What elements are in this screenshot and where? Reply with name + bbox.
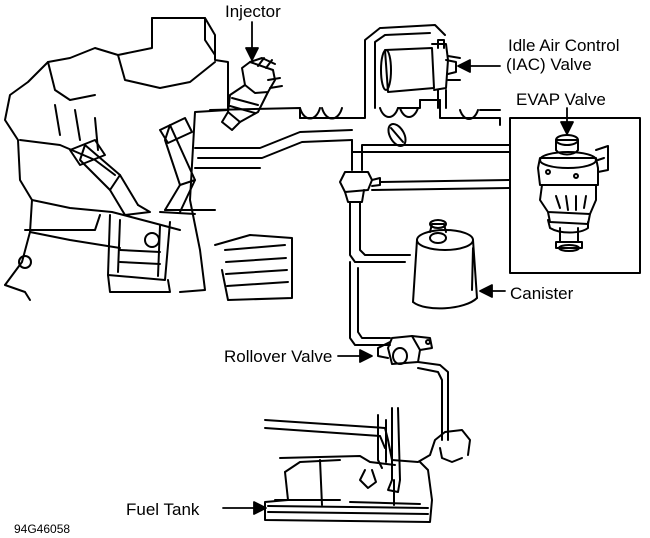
fuel-tank bbox=[265, 408, 470, 522]
rollover-valve bbox=[378, 336, 448, 440]
evap-valve-inset bbox=[510, 118, 640, 273]
rollover-arrowhead bbox=[360, 350, 372, 362]
iac-label-line2: (IAC) Valve bbox=[506, 55, 592, 74]
canister bbox=[413, 220, 477, 308]
hose-lines bbox=[350, 215, 410, 345]
canister-arrowhead bbox=[480, 285, 492, 297]
injector-label: Injector bbox=[225, 2, 281, 21]
iac-label-line1: Idle Air Control bbox=[508, 36, 620, 55]
evap-label: EVAP Valve bbox=[516, 90, 606, 109]
figure-code: 94G46058 bbox=[14, 522, 70, 536]
fuel-tank-label: Fuel Tank bbox=[126, 500, 199, 519]
evap-arrowhead bbox=[561, 122, 573, 134]
purge-valve bbox=[340, 172, 510, 215]
iac-valve bbox=[381, 40, 460, 108]
intake-manifold bbox=[195, 25, 500, 168]
rollover-label: Rollover Valve bbox=[224, 347, 332, 366]
vacuum-line bbox=[352, 140, 510, 170]
iac-arrowhead bbox=[458, 60, 470, 72]
injector-arrowhead bbox=[246, 48, 258, 60]
injector bbox=[222, 58, 282, 130]
canister-label: Canister bbox=[510, 284, 573, 303]
